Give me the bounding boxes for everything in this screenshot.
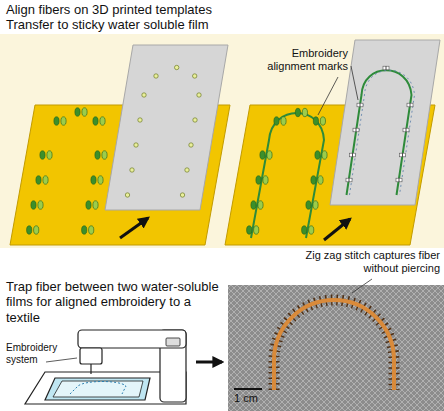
result-arrow bbox=[196, 361, 222, 364]
film-marks bbox=[175, 65, 179, 69]
embroidery-machine bbox=[78, 330, 186, 348]
template-marks bbox=[54, 117, 66, 125]
fiber bbox=[347, 70, 412, 195]
alignment-marks bbox=[357, 103, 363, 107]
embroidery-machine bbox=[70, 382, 126, 395]
alignment-marks bbox=[350, 153, 356, 157]
template-marks bbox=[40, 151, 52, 159]
template-marks bbox=[251, 201, 263, 209]
template-marks bbox=[247, 108, 328, 234]
scale-bar bbox=[234, 388, 262, 390]
template-marks bbox=[295, 108, 307, 116]
alignment-marks bbox=[403, 128, 409, 132]
leader-line bbox=[318, 77, 338, 115]
film-marks bbox=[138, 118, 142, 122]
heading-line: Align fibers on 3D printed templates bbox=[6, 2, 306, 17]
callout-text: Zig zag stitch captures fiber without pi… bbox=[298, 249, 440, 275]
template-marks bbox=[256, 176, 268, 184]
template-marks bbox=[306, 201, 318, 209]
alignment-marks bbox=[383, 66, 389, 70]
template-marks bbox=[27, 226, 39, 234]
scale-label: 1 cm bbox=[234, 392, 274, 405]
alignment-marks bbox=[396, 178, 402, 182]
film-marks bbox=[134, 143, 138, 147]
embroidery-machine bbox=[45, 378, 150, 400]
template-marks bbox=[93, 117, 105, 125]
template-marks bbox=[247, 226, 259, 234]
film-marks bbox=[185, 168, 189, 172]
film-marks bbox=[193, 74, 197, 78]
template-marks bbox=[302, 226, 314, 234]
embroidery-machine bbox=[90, 364, 91, 374]
soluble-film bbox=[105, 45, 228, 210]
alignment-marks bbox=[407, 103, 413, 107]
template-marks bbox=[27, 108, 108, 234]
machine-label: Embroidery system bbox=[6, 342, 68, 366]
stitch-guide bbox=[350, 70, 415, 195]
alignment-marks bbox=[346, 178, 352, 182]
heading-line: Transfer to sticky water soluble film bbox=[6, 17, 306, 32]
leader-line bbox=[352, 279, 372, 293]
film-marks bbox=[130, 168, 134, 172]
fiber bbox=[274, 300, 394, 390]
alignment-marks bbox=[400, 153, 406, 157]
fiber bbox=[251, 113, 324, 238]
template-marks bbox=[91, 176, 103, 184]
template-marks bbox=[82, 226, 94, 234]
template-marks bbox=[274, 117, 286, 125]
film-marks bbox=[189, 143, 193, 147]
embroidery-machine bbox=[53, 381, 143, 397]
film-marks bbox=[142, 93, 146, 97]
template-marks bbox=[36, 176, 48, 184]
template-marks bbox=[260, 151, 272, 159]
alignment-marks bbox=[346, 66, 413, 182]
template-marks bbox=[95, 151, 107, 159]
template-marks bbox=[31, 201, 43, 209]
alignment-marks bbox=[353, 128, 359, 132]
template-marks bbox=[75, 108, 87, 116]
leader-line bbox=[351, 66, 358, 100]
film-marks bbox=[180, 193, 184, 197]
textile-photo bbox=[228, 285, 444, 411]
film-marks bbox=[193, 118, 197, 122]
template-marks bbox=[313, 117, 325, 125]
film-marks bbox=[125, 193, 129, 197]
zigzag-stitch bbox=[274, 300, 394, 390]
film-marks bbox=[154, 74, 158, 78]
film-marks bbox=[197, 93, 201, 97]
background-panel bbox=[0, 34, 444, 248]
transfer-arrow bbox=[120, 218, 148, 238]
leader-line bbox=[46, 358, 77, 362]
template-marks bbox=[86, 201, 98, 209]
template-marks bbox=[311, 176, 323, 184]
embroidery-machine bbox=[80, 348, 102, 364]
embroidery-machine bbox=[166, 338, 180, 346]
transfer-arrow bbox=[324, 219, 350, 240]
embroidery-machine bbox=[25, 330, 186, 404]
film-marks bbox=[125, 65, 201, 197]
template-marks bbox=[315, 151, 327, 159]
callout-text: Embroidery alignment marks bbox=[252, 47, 348, 73]
step-text: Trap fiber between two water-soluble fil… bbox=[6, 279, 224, 325]
